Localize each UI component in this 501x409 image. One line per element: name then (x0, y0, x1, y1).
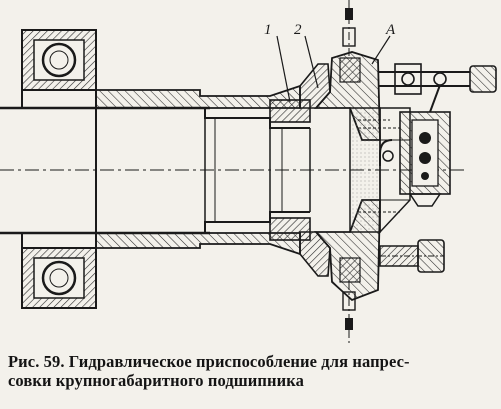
shaft (0, 90, 468, 248)
callout-1: 1 (264, 22, 272, 38)
lower-bearing (21, 247, 97, 309)
tie-rods (339, 0, 361, 345)
callout-leaders (276, 35, 391, 103)
pump-lever (378, 63, 497, 113)
callout-2: 2 (294, 22, 302, 38)
sleeve-lower (95, 199, 381, 302)
figure-caption: Рис. 59. Гидравлическое приспособление д… (8, 352, 496, 390)
caption-line-2: совки крупногабаритного подшипника (8, 371, 304, 390)
caption-line-1: Рис. 59. Гидравлическое приспособление д… (8, 352, 410, 371)
pump-unit (379, 111, 451, 207)
release-valve (379, 239, 445, 273)
callout-a: A (385, 22, 396, 38)
upper-bearing (21, 29, 97, 91)
hydraulic-press-fixture-drawing: 1 2 A (0, 0, 497, 345)
sleeve-upper (95, 51, 381, 141)
cylinder-body (349, 107, 411, 234)
